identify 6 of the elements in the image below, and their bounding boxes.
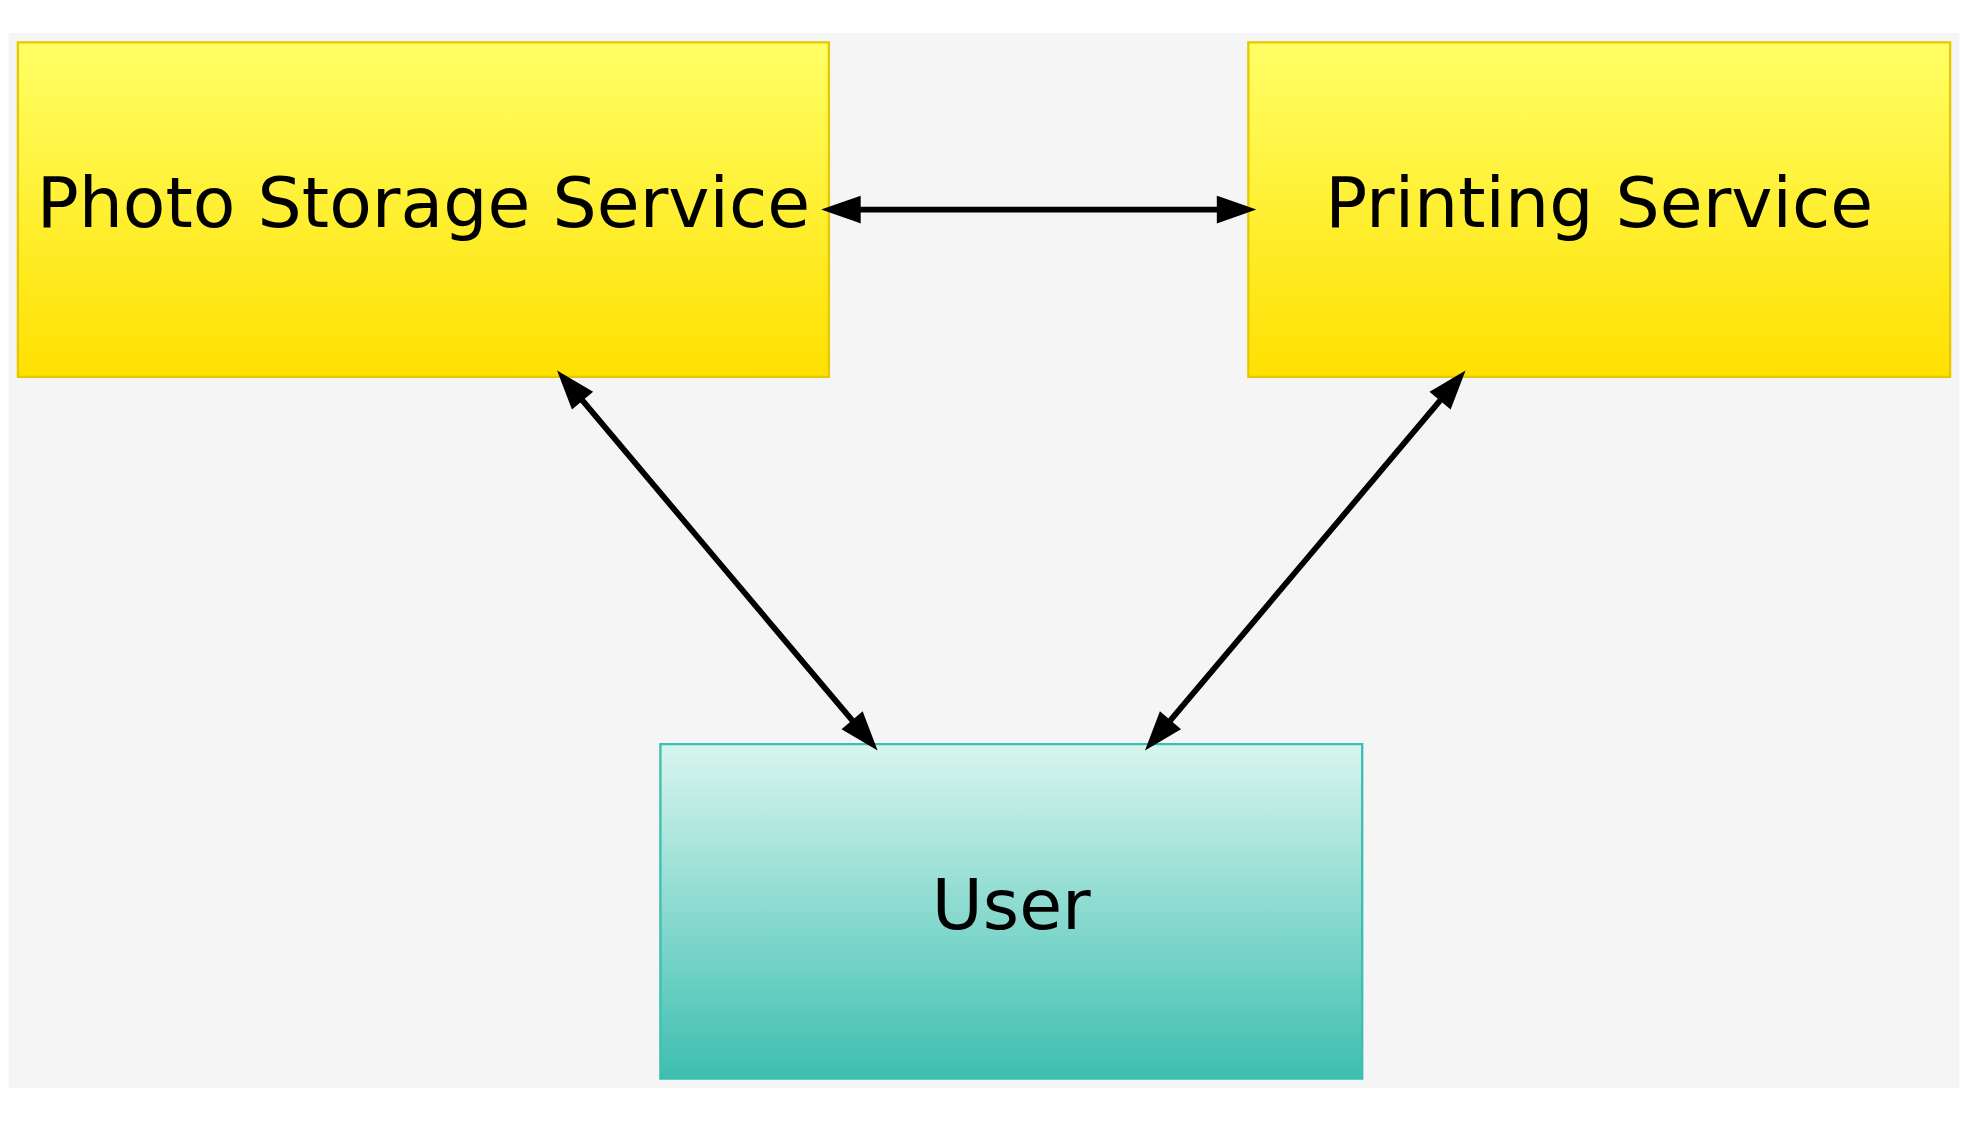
node-box: Photo Storage Service <box>16 41 831 379</box>
node-box: User <box>659 742 1364 1080</box>
node-box: Printing Service <box>1247 41 1952 379</box>
arrow <box>1144 370 1466 751</box>
arrow <box>557 370 878 751</box>
arrow <box>821 195 1257 224</box>
